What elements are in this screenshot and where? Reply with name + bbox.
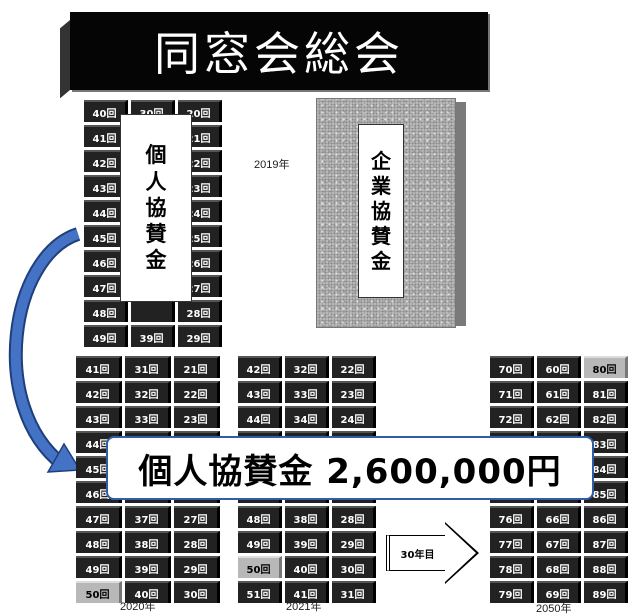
wall-brick: 30回: [174, 581, 220, 603]
label-char: 金: [371, 248, 391, 273]
wall-brick: 62回: [537, 406, 581, 428]
wall-brick: 40回: [125, 581, 171, 603]
wall-brick: 38回: [285, 506, 329, 528]
label-char: 個: [145, 142, 167, 168]
wall-brick: 43回: [76, 406, 122, 428]
wall-brick: 51回: [238, 581, 282, 603]
wall-brick: 84回: [584, 456, 628, 478]
wall-brick: 78回: [490, 556, 534, 578]
wall-brick: 22回: [332, 356, 376, 378]
label-char: 人: [145, 168, 167, 194]
wall-brick: 22回: [174, 381, 220, 403]
corporate-sponsorship-label: 企業協賛金: [358, 124, 404, 298]
wall-brick: 83回: [584, 431, 628, 453]
wall-brick: 49回: [238, 531, 282, 553]
individual-sponsorship-label: 個人協賛金: [120, 114, 192, 302]
wall-brick: 49回: [76, 556, 122, 578]
wall-brick: 29回: [178, 325, 222, 347]
wall-brick: 41回: [285, 581, 329, 603]
wall-brick: 33回: [125, 406, 171, 428]
wall-brick: 29回: [332, 531, 376, 553]
wall-brick: [131, 300, 175, 322]
wall-brick: 39回: [285, 531, 329, 553]
arrow-head-fill: [445, 524, 476, 582]
wall-brick: 86回: [584, 506, 628, 528]
wall-brick: 34回: [285, 406, 329, 428]
label-char: 賛: [371, 223, 391, 248]
wall-brick: 43回: [238, 381, 282, 403]
wall-brick: 61回: [537, 381, 581, 403]
wall-brick: 72回: [490, 406, 534, 428]
label-char: 賛: [145, 221, 167, 247]
year-2019: 2019年: [254, 159, 290, 171]
wall-brick: 47回: [76, 506, 122, 528]
wall-brick: 21回: [174, 356, 220, 378]
wall-brick: 41回: [76, 356, 122, 378]
wall-brick: 68回: [537, 556, 581, 578]
wall-brick: 87回: [584, 531, 628, 553]
wall-brick: 69回: [537, 581, 581, 603]
wall-brick: 40回: [84, 100, 128, 122]
total-amount-text: 個人協賛金 2,600,000円: [138, 451, 562, 492]
wall-brick: 31回: [125, 356, 171, 378]
title-text: 同窓会総会: [154, 27, 404, 81]
label-char: 業: [371, 173, 391, 198]
wall-brick: 48回: [84, 300, 128, 322]
wall-brick: 48回: [238, 506, 282, 528]
title-banner: 同窓会総会: [70, 12, 488, 90]
total-amount-banner: 個人協賛金 2,600,000円: [106, 436, 594, 500]
wall-brick: 42回: [238, 356, 282, 378]
wall-brick: 40回: [285, 556, 329, 578]
label-char: 協: [145, 194, 167, 220]
wall-brick: 77回: [490, 531, 534, 553]
year-2050: 2050年: [536, 603, 572, 615]
wall-brick: 79回: [490, 581, 534, 603]
wall-brick: 29回: [174, 556, 220, 578]
wall-brick: 24回: [332, 406, 376, 428]
wall-brick: 28回: [178, 300, 222, 322]
wall-brick: 50回: [238, 556, 282, 578]
wall-brick: 89回: [584, 581, 628, 603]
wall-brick: 67回: [537, 531, 581, 553]
progress-arrow-label: 30年目: [400, 549, 435, 561]
progress-arrow: 30年目: [386, 535, 446, 571]
wall-brick: 82回: [584, 406, 628, 428]
label-char: 協: [371, 198, 391, 223]
wall-brick: 39回: [131, 325, 175, 347]
wall-brick: 39回: [125, 556, 171, 578]
wall-brick: 80回: [584, 356, 628, 378]
wall-brick: 81回: [584, 381, 628, 403]
label-char: 企: [371, 148, 391, 173]
wall-brick: 23回: [332, 381, 376, 403]
wall-brick: 66回: [537, 506, 581, 528]
label-char: 金: [145, 247, 167, 273]
wall-brick: 32回: [285, 356, 329, 378]
wall-brick: 60回: [537, 356, 581, 378]
wall-brick: 23回: [174, 406, 220, 428]
wall-brick: 76回: [490, 506, 534, 528]
wall-brick: 42回: [76, 381, 122, 403]
wall-brick: 50回: [76, 581, 122, 603]
wall-brick: 71回: [490, 381, 534, 403]
wall-brick: 28回: [174, 531, 220, 553]
wall-brick: 88回: [584, 556, 628, 578]
wall-brick: 28回: [332, 506, 376, 528]
flow-arrow-icon: [8, 227, 82, 473]
wall-brick: 37回: [125, 506, 171, 528]
wall-brick: 31回: [332, 581, 376, 603]
year-2020: 2020年: [120, 601, 156, 613]
wall-brick: 38回: [125, 531, 171, 553]
wall-brick: 70回: [490, 356, 534, 378]
wall-brick: 48回: [76, 531, 122, 553]
wall-brick: 85回: [584, 481, 628, 503]
wall-brick: 32回: [125, 381, 171, 403]
year-2021: 2021年: [286, 601, 322, 613]
pillar-side: [456, 102, 466, 326]
wall-brick: 30回: [332, 556, 376, 578]
wall-brick: 33回: [285, 381, 329, 403]
wall-brick: 27回: [174, 506, 220, 528]
wall-brick: 49回: [84, 325, 128, 347]
wall-brick: 44回: [238, 406, 282, 428]
